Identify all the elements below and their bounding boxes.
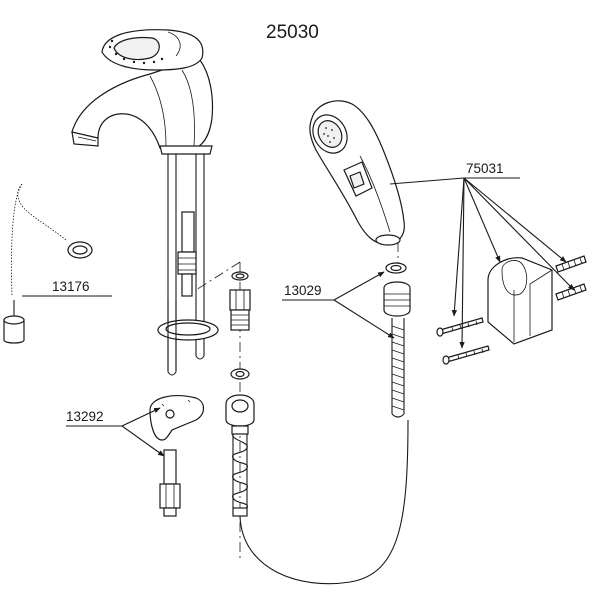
arrow-13029-b	[333, 299, 395, 339]
spray-washer	[385, 262, 407, 274]
label-75031: 75031	[466, 161, 504, 176]
hex-adapter	[229, 289, 251, 331]
connecting-hose	[239, 419, 409, 585]
label-13292: 13292	[66, 409, 104, 424]
threaded-stud	[159, 449, 181, 517]
spray-holder-bracket	[487, 257, 553, 345]
chain-plug	[3, 183, 93, 344]
center-rod	[177, 211, 197, 297]
screws	[436, 317, 490, 365]
arrow-75031-d	[463, 177, 567, 263]
arrow-75031-c	[463, 177, 501, 263]
label-13029: 13029	[284, 283, 322, 298]
leader-75031-to-spray	[389, 177, 465, 185]
wall-plugs	[555, 255, 587, 301]
arrow-13292-b	[121, 425, 165, 457]
diagram-title: 25030	[266, 22, 319, 43]
hand-spray-head	[309, 100, 405, 246]
washer-small-lower	[230, 368, 250, 380]
mounting-bracket	[149, 395, 205, 441]
spray-hose	[383, 281, 411, 418]
arrow-75031-a	[451, 177, 465, 317]
arrow-13029-a	[333, 271, 385, 301]
label-13176: 13176	[52, 279, 90, 294]
washer-small-upper	[231, 271, 249, 281]
faucet-hose	[225, 394, 255, 517]
mounting-plate	[157, 300, 219, 370]
arrow-13292-a	[121, 407, 161, 427]
arrow-75031-e	[463, 177, 575, 291]
arrow-75031-b	[459, 177, 465, 349]
faucet-body	[71, 29, 214, 155]
